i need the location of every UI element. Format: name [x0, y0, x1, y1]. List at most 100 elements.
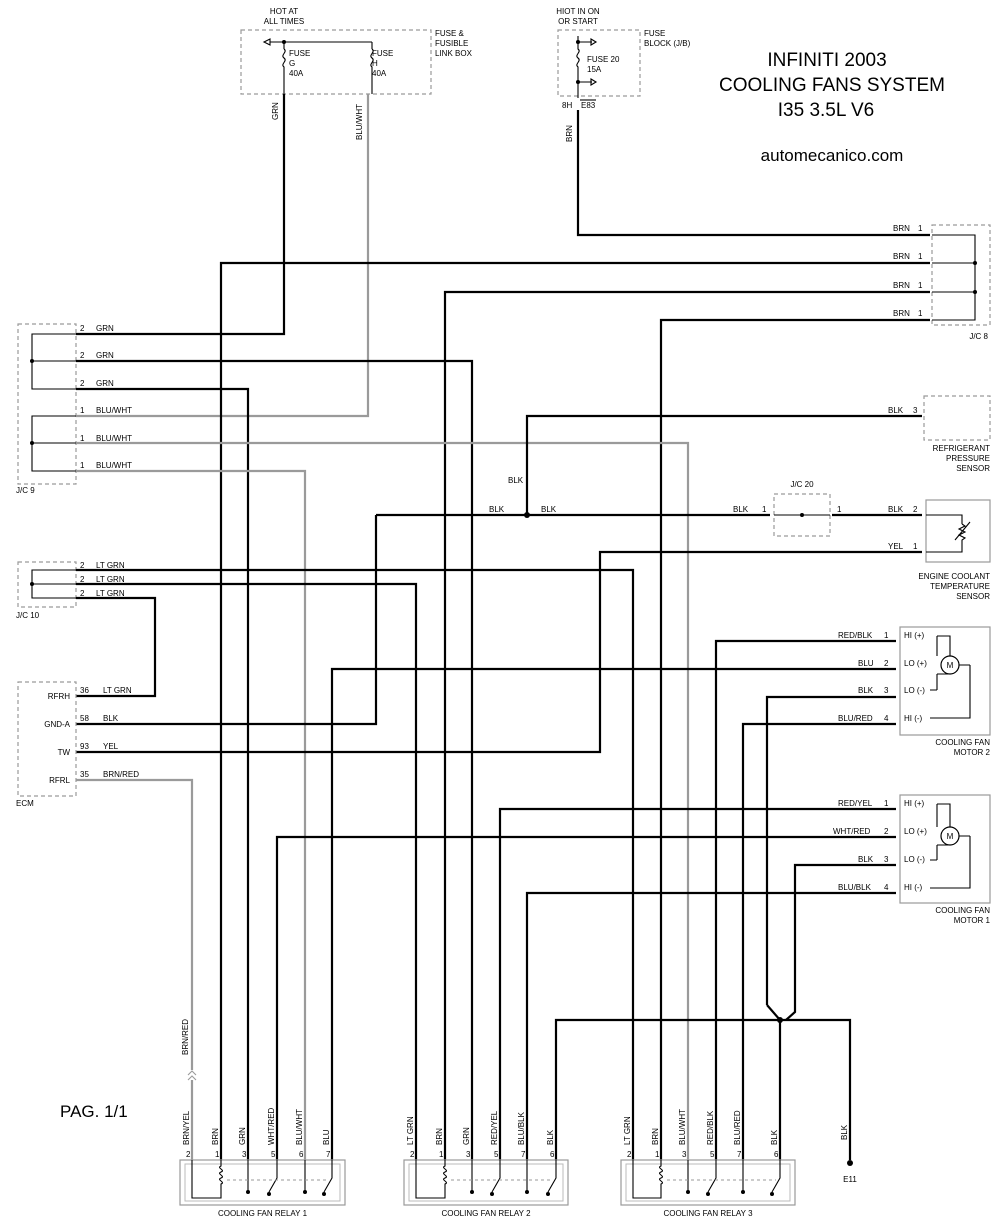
relay-contact: [546, 1192, 550, 1196]
jc8-pin-3: 1: [918, 281, 923, 290]
relay-wire-label: BLU/WHT: [295, 1109, 304, 1145]
relay-pin-label: 1: [215, 1150, 220, 1159]
fuse-block-outline: [557, 29, 641, 97]
jc8-outline: [931, 224, 991, 326]
relay-coil: [191, 1160, 223, 1199]
relay-pin-label: 3: [242, 1150, 247, 1159]
motor1-wire-2: WHT/RED: [833, 827, 871, 836]
relay-wire-label: BLU: [322, 1129, 331, 1145]
ecm-wire-yel: YEL: [103, 742, 119, 751]
jc8-pin-1: 1: [918, 224, 923, 233]
fuse-link-box-outline: [240, 29, 432, 95]
relay-inner-outline: [408, 1163, 564, 1202]
relay-wire-label: LT GRN: [406, 1116, 415, 1145]
refrigerant-pressure-sensor: BLK 3 REFRIGERANT PRESSURE SENSOR: [888, 395, 991, 473]
relay-wire-label: BRN: [651, 1128, 660, 1145]
title-line-1: INFINITI 2003: [767, 50, 886, 71]
relay-switch: [471, 1160, 501, 1193]
page-label: PAG. 1/1: [60, 1102, 128, 1121]
relay-switch: [742, 1160, 781, 1193]
wire-label-grn-fuse: GRN: [271, 102, 280, 120]
jc9-node-2: [30, 441, 34, 445]
ecm-wire-brnred: BRN/RED: [103, 770, 139, 779]
motor1-wire-4: BLU/BLK: [838, 883, 872, 892]
relay-switch: [304, 1160, 333, 1193]
wire-blk-motor1-ground: [785, 863, 896, 1021]
motor2-pin-3: 3: [884, 686, 889, 695]
motor1-wire-3: BLK: [858, 855, 874, 864]
jc9-wire-4: BLU/WHT: [96, 406, 132, 415]
motor2-term-2: LO (+): [904, 659, 927, 668]
jc9-pin-6: 1: [80, 461, 85, 470]
jc10-pin-1: 2: [80, 561, 85, 570]
relay-coil: [415, 1160, 447, 1199]
motor2-wire-2: BLU: [858, 659, 874, 668]
pin-8h-label: 8H: [562, 101, 572, 110]
ecm-module: RFRH GND-A TW RFRL 36 LT GRN 58 BLK 93 Y…: [16, 681, 139, 808]
wire-brn-fuse20: [576, 110, 930, 237]
blk-splice-node: [524, 512, 530, 518]
jc20-node: [800, 513, 804, 517]
relay-contact: [470, 1190, 474, 1194]
jc8-wire-3: BRN: [893, 281, 910, 290]
motor1-label-1: COOLING FAN: [935, 906, 990, 915]
jc8-wire-2: BRN: [893, 252, 910, 261]
wire-redyel-motor1-relay2: [498, 807, 896, 1160]
relay-label: COOLING FAN RELAY 1: [218, 1209, 308, 1218]
wire-grn-relay2: [76, 359, 474, 1160]
engine-coolant-temperature-sensor: BLK 2 YEL 1 ENGINE COOLANT TEMPERATURE S…: [888, 499, 991, 601]
relay-switch: [687, 1160, 717, 1193]
jc8-pin-2: 1: [918, 252, 923, 261]
motor2-term-1: HI (+): [904, 631, 925, 640]
fuse-block-arrows: [590, 38, 598, 86]
ecm-pin-36: 36: [80, 686, 89, 695]
jc20-pin-left: 1: [762, 505, 767, 514]
relay-pin-label: 1: [655, 1150, 660, 1159]
jc8-connector: J/C 8 BRN 1 BRN 1 BRN 1 BRN 1: [893, 224, 991, 341]
fuse-g-label-1: FUSE: [289, 49, 310, 58]
wire-bluwht-relay3: [76, 441, 690, 1160]
wire-brn-relay1: [219, 261, 930, 1160]
motor2-pin-4: 4: [884, 714, 889, 723]
coolant-label-3: SENSOR: [956, 592, 990, 601]
website-label: automecanico.com: [761, 146, 904, 165]
motor1-term-4: HI (-): [904, 883, 923, 892]
fuse-g-label-3: 40A: [289, 69, 304, 78]
wire-blured-motor2-relay3: [741, 722, 896, 1160]
ecm-pin-93: 93: [80, 742, 89, 751]
ecm-pin-35: 35: [80, 770, 89, 779]
fuse-h-label-2: H: [372, 59, 378, 68]
wire-whtred-motor1-relay1: [275, 835, 896, 1160]
hot-at-all-times-label-1: HOT AT: [270, 7, 298, 16]
relay-contact: [303, 1190, 307, 1194]
relay-wire-label: RED/BLK: [706, 1110, 715, 1145]
wire-redblk-motor2-relay3: [714, 639, 896, 1160]
wire-brn-relay2: [443, 290, 930, 1160]
jc10-wire-3: LT GRN: [96, 589, 125, 598]
fuse-box-label-3: LINK BOX: [435, 49, 473, 58]
motor2-term-3: LO (-): [904, 686, 925, 695]
relay-label: COOLING FAN RELAY 3: [663, 1209, 753, 1218]
hot-in-on-label-1: HIOT IN ON: [556, 7, 600, 16]
cooling-fan-relay-2: 2LT GRN1BRN3GRN5RED/YEL7BLU/BLK6BLKCOOLI…: [403, 1110, 569, 1218]
cooling-fan-relay-1: 2BRN/YEL1BRN3GRN5WHT/RED6BLU/WHT7BLUCOOL…: [179, 1107, 346, 1218]
jc8-bus: [932, 234, 976, 321]
relay-pin-label: 7: [737, 1150, 742, 1159]
fuse-box-label-1: FUSE &: [435, 29, 465, 38]
motor1-term-2: LO (+): [904, 827, 927, 836]
cooling-fan-motor-1: M HI (+) LO (+) LO (-) HI (-) RED/YEL 1 …: [833, 794, 991, 925]
relay-wire-label: BRN/YEL: [182, 1110, 191, 1145]
relay-outline: [620, 1159, 796, 1206]
ground-terminal-e11: [847, 1160, 853, 1166]
jc10-pin-3: 2: [80, 589, 85, 598]
jc9-pin-1: 2: [80, 324, 85, 333]
refrigerant-label-3: SENSOR: [956, 464, 990, 473]
coolant-label-2: TEMPERATURE: [930, 582, 990, 591]
blk-to-jc20-label: BLK: [733, 505, 749, 514]
motor2-term-4: HI (-): [904, 714, 923, 723]
jc20-connector: J/C 20 1 1: [762, 480, 842, 537]
jc8-wire-1: BRN: [893, 224, 910, 233]
jc9-connector: J/C 9 2 GRN 2 GRN 2 GRN 1 BLU/WHT 1 BLU/…: [16, 323, 132, 495]
wire-blk-ground-relay2: [554, 1018, 852, 1160]
cooling-fan-motor-2: M HI (+) LO (+) LO (-) HI (-) RED/BLK 1 …: [838, 626, 991, 757]
